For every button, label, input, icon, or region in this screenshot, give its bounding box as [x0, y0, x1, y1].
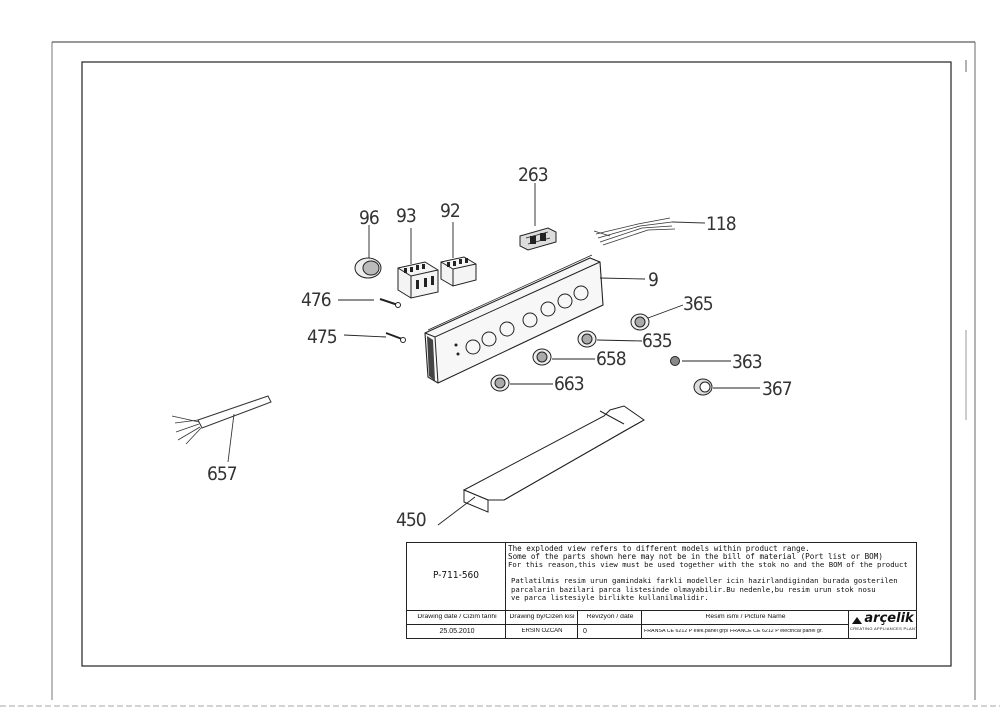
brand-tagline: CREATING APPLIANCES PLANT — [850, 626, 916, 631]
part-label-367: 367 — [762, 378, 792, 400]
value-picture-name: FRANSA CE 6212 P elek.panel grp/ FRANCE … — [644, 629, 823, 634]
part-label-476: 476 — [301, 289, 331, 311]
part-363-spring — [670, 356, 731, 366]
brand-name: arçelik — [864, 612, 914, 626]
part-657-cable — [171, 395, 272, 463]
value-revision: 0 — [583, 628, 587, 635]
note-line-2: Some of the parts shown here may not be … — [508, 553, 883, 561]
part-label-450: 450 — [396, 509, 426, 531]
part-label-663: 663 — [554, 373, 584, 395]
note-line-1: The exploded view refers to different mo… — [508, 545, 810, 553]
note-line-3: For this reason,this view must be used t… — [508, 561, 908, 569]
part-label-93: 93 — [396, 205, 416, 227]
part-92-switch — [440, 222, 477, 287]
part-label-475: 475 — [307, 326, 337, 348]
part-label-96: 96 — [359, 207, 379, 229]
part-label-658: 658 — [596, 348, 626, 370]
part-475-screw — [343, 332, 406, 343]
value-drawing-date: 25.05.2010 — [439, 628, 475, 635]
title-block: P-711-560 The exploded view refers to di… — [406, 542, 917, 639]
part-label-363: 363 — [732, 351, 762, 373]
part-label-657: 657 — [207, 463, 237, 485]
part-label-263: 263 — [518, 164, 548, 186]
part-label-365: 365 — [683, 293, 713, 315]
value-drawn-by: ERSIN OZCAN — [521, 628, 563, 634]
header-picture-name: Resim ismi / Picture Name — [705, 614, 786, 620]
part-93-switch — [397, 228, 439, 299]
part-663-bezel — [490, 374, 553, 392]
part-label-9: 9 — [648, 269, 658, 291]
drawing-frame — [81, 61, 952, 667]
part-9-control-panel — [424, 254, 646, 384]
part-476-screw — [338, 298, 401, 308]
drawing-number: P-711-560 — [432, 571, 480, 581]
brand-logo: arçelik CREATING APPLIANCES PLANT — [850, 612, 916, 631]
header-revision: Revizyon / date — [586, 614, 634, 620]
part-658-bezel — [532, 348, 595, 366]
part-118-wire-bundle — [593, 217, 706, 246]
part-263-connector — [519, 183, 557, 251]
logo-icon — [852, 616, 863, 624]
part-635-bezel — [577, 330, 643, 348]
part-label-635: 635 — [642, 330, 672, 352]
part-96-ring — [354, 225, 382, 279]
header-drawing-date: Drawing date / Cizim tarihi — [417, 614, 497, 620]
part-label-92: 92 — [440, 200, 460, 222]
part-367-knob — [693, 378, 760, 396]
part-label-118: 118 — [706, 213, 736, 235]
note-line-6: ve parca listesiyle birlikte kullanilmal… — [511, 594, 709, 602]
header-drawn-by: Drawing by/Cizen kisi — [509, 614, 575, 620]
note-line-4: Patlatilmis resim urun gamindaki farkli … — [511, 577, 898, 585]
part-450-strip — [437, 405, 645, 526]
part-365-bezel — [630, 304, 684, 331]
note-line-5: parcalarin bazilari parca listesinde olm… — [511, 586, 876, 594]
